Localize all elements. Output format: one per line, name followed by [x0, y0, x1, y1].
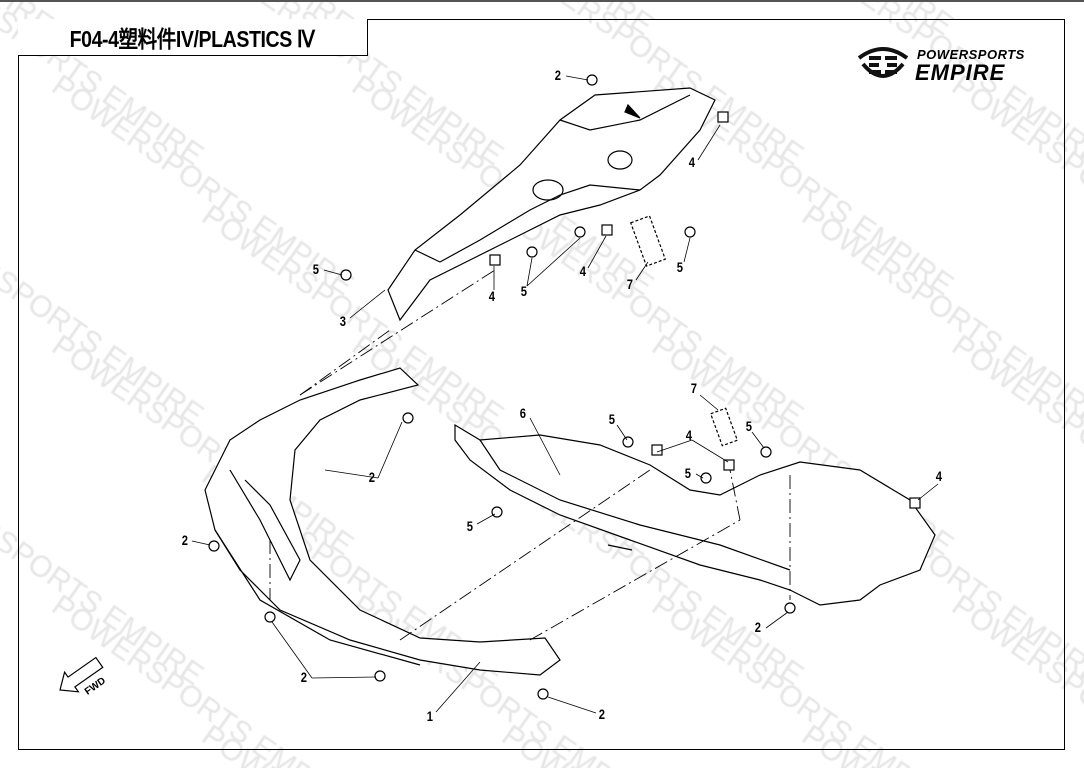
callout-number: 3: [339, 313, 347, 329]
callout-number: 5: [676, 259, 684, 275]
callout-number: 6: [519, 405, 527, 421]
callout-number: 2: [181, 532, 189, 548]
callout-number: 5: [520, 283, 528, 299]
logo-line2: EMPIRE: [915, 60, 1006, 85]
brand-logo: POWERSPORTS EMPIRE: [855, 44, 1055, 89]
callout-number: 2: [598, 706, 606, 722]
part-front-cowl: [204, 367, 561, 676]
callout-number: 5: [466, 518, 474, 534]
callout-number: 2: [300, 669, 308, 685]
callout-number: 5: [312, 261, 320, 277]
callout-number: 2: [754, 619, 762, 635]
wing-emblem-icon: [857, 47, 909, 78]
fasteners: [208, 74, 921, 700]
callout-number: 7: [626, 276, 634, 292]
callout-number: 1: [426, 708, 434, 724]
callout-number: 4: [685, 427, 693, 443]
part-side-panel: [454, 423, 936, 606]
callout-number: 5: [745, 418, 753, 434]
callout-number: 2: [368, 469, 376, 485]
diagram-frame: [18, 19, 1065, 750]
callout-number: 5: [608, 411, 616, 427]
top-rule: [0, 0, 1084, 2]
callout-number: 4: [579, 263, 587, 279]
callout-number: 2: [554, 67, 562, 83]
callout-number: 4: [688, 154, 696, 170]
callout-number: 7: [690, 380, 698, 396]
callout-number: 5: [684, 465, 692, 481]
callout-number: 4: [488, 288, 496, 304]
callout-number: 4: [935, 468, 943, 484]
part-rear-fender-upper: [387, 87, 716, 322]
page-title: F04-4塑料件IV/PLASTICS Ⅳ: [70, 26, 315, 52]
logo-line1: POWERSPORTS: [917, 47, 1025, 62]
title-box: F04-4塑料件IV/PLASTICS Ⅳ: [18, 19, 368, 56]
fwd-arrow-icon: [59, 656, 104, 693]
